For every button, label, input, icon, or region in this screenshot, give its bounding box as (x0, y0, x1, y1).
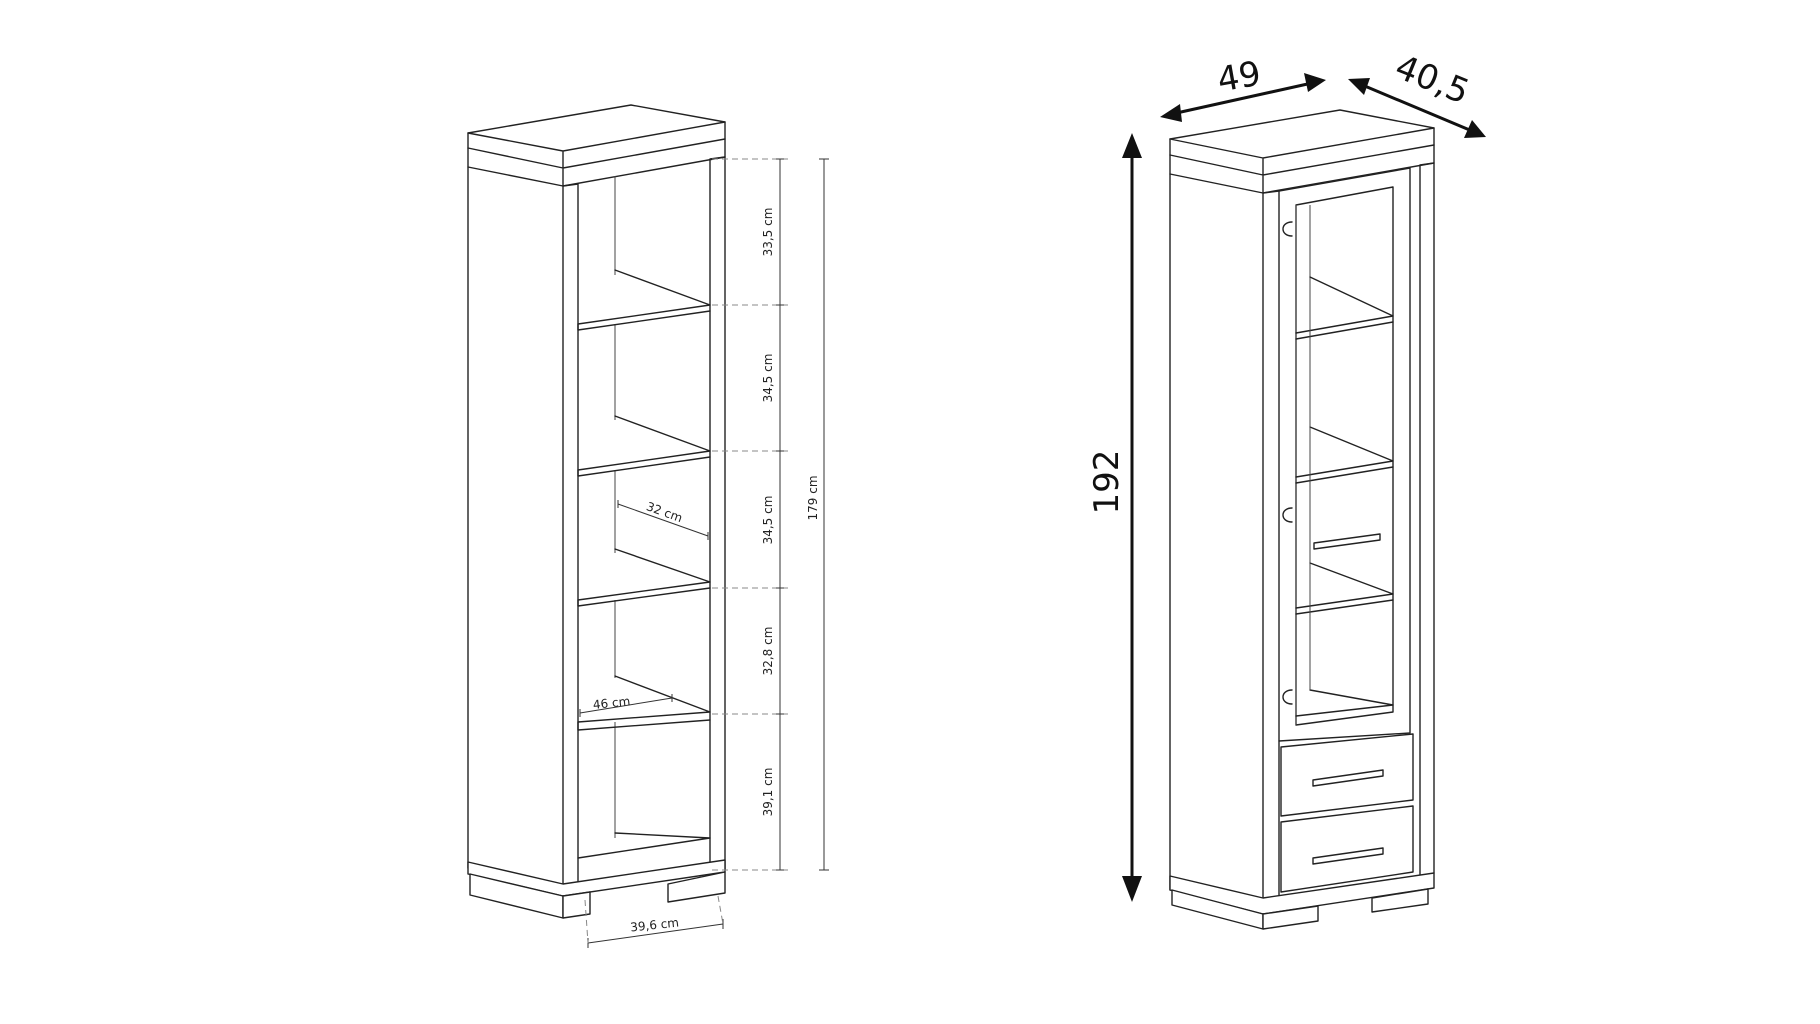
glass-cabinet-drawing (1169, 109, 1435, 930)
inner-height-label: 179 cm (806, 475, 820, 520)
shelf-spacing-3: 34,5 cm (761, 496, 775, 545)
shelf-spacing-2: 34,5 cm (761, 354, 775, 403)
inner-width-label: 46 cm (592, 694, 631, 712)
base-width-label: 39,6 cm (630, 916, 680, 935)
shelf-spacing-5: 39,1 cm (761, 768, 775, 817)
shelf-spacing-4: 32,8 cm (761, 627, 775, 676)
depth-arrow (1348, 78, 1486, 138)
height-label: 192 (1087, 450, 1127, 515)
open-bookcase-drawing (467, 104, 829, 948)
shelf-depth-label: 32 cm (644, 499, 684, 525)
width-label: 49 (1214, 54, 1264, 101)
height-arrow (1122, 133, 1142, 902)
width-arrow (1160, 73, 1326, 122)
shelf-spacing-1: 33,5 cm (761, 208, 775, 257)
